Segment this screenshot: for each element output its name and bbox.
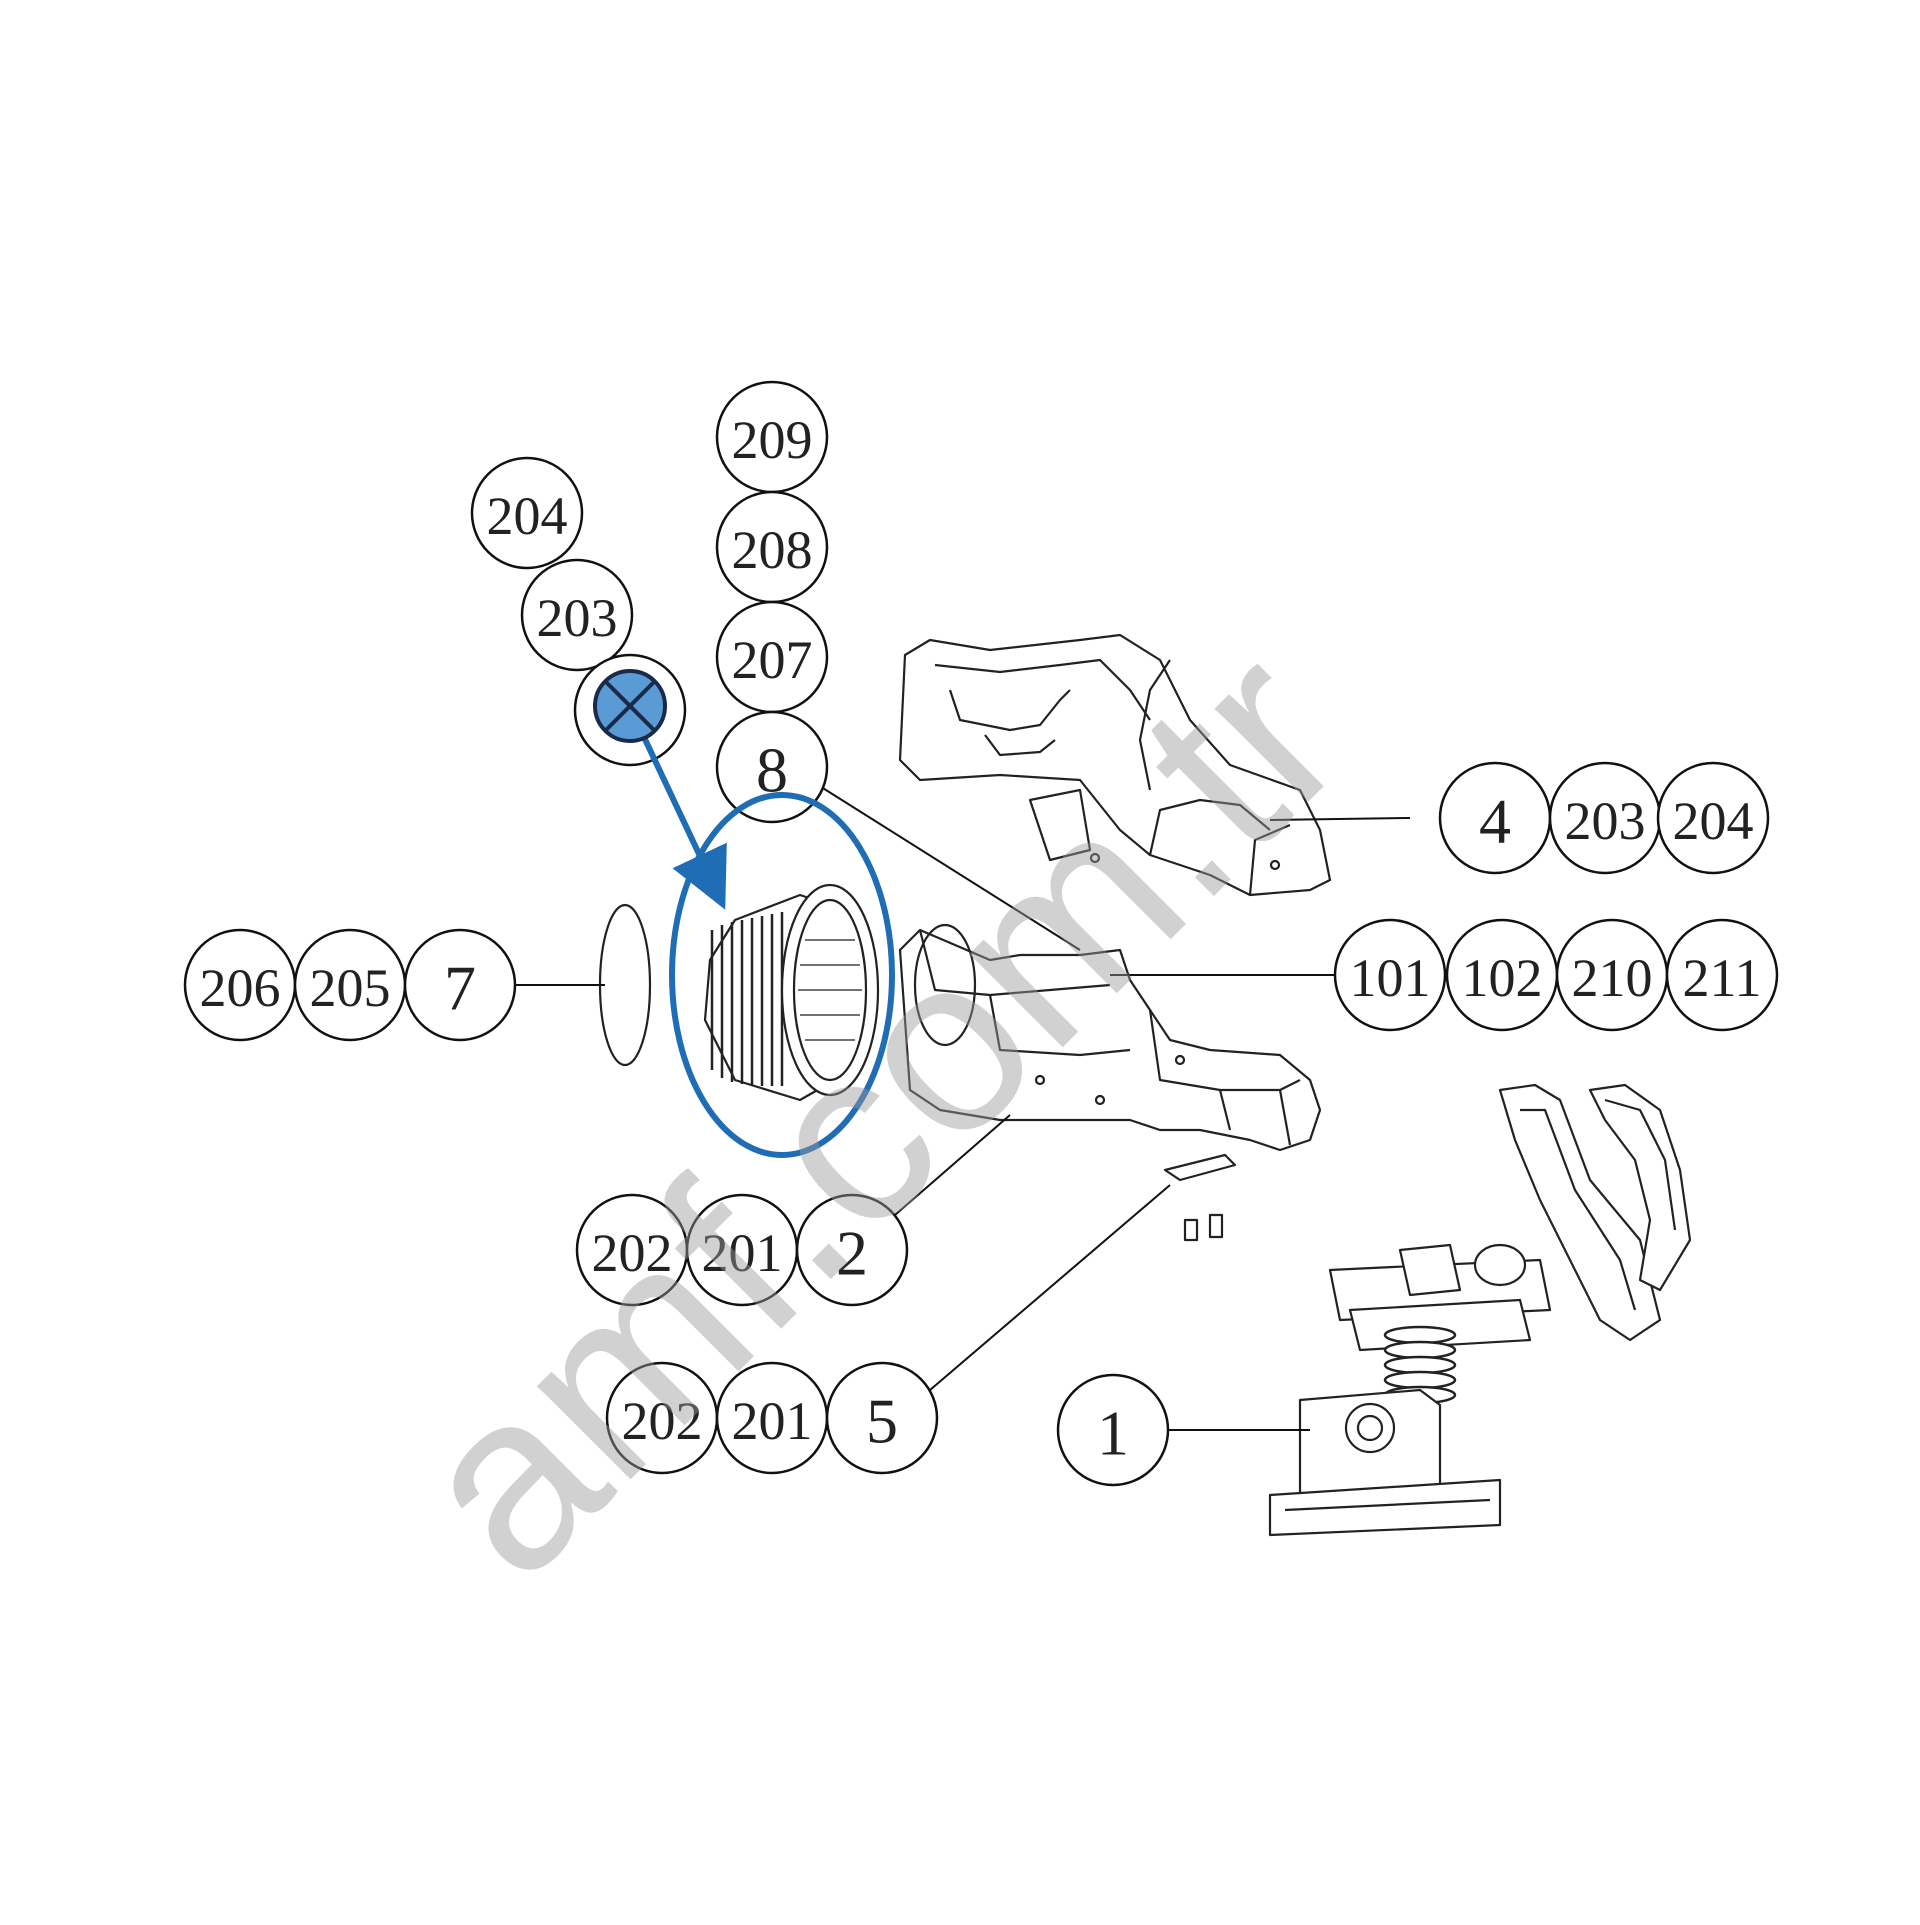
callout-203-top-label: 203 [537, 588, 618, 648]
callout-102: 102 [1445, 918, 1559, 1032]
callout-203-right: 203 [1548, 761, 1662, 875]
x-in-circle-icon[interactable] [593, 669, 667, 743]
callout-1: 1 [1056, 1373, 1170, 1487]
highlight-arrow [640, 733, 727, 910]
fan-motor-assembly [703, 883, 880, 1102]
callout-203-right-label: 203 [1565, 791, 1646, 851]
part-1-base [1268, 1083, 1692, 1537]
callout-204-right: 204 [1656, 761, 1770, 875]
callout-101: 101 [1333, 918, 1447, 1032]
callout-1-label: 1 [1097, 1398, 1129, 1469]
callout-202-mid-label: 202 [592, 1223, 673, 1283]
callout-204-top: 204 [470, 456, 584, 570]
callout-209: 209 [715, 380, 829, 494]
callout-201-mid-label: 201 [702, 1223, 783, 1283]
selection-highlight [593, 669, 895, 1158]
callout-204-right-label: 204 [1673, 791, 1754, 851]
callout-203-top: 203 [520, 558, 634, 672]
part-2-body [898, 923, 1322, 1152]
callout-202-low-label: 202 [622, 1391, 703, 1451]
callout-4-label: 4 [1479, 786, 1511, 857]
callout-210: 210 [1555, 918, 1669, 1032]
part-7-cover [598, 903, 652, 1067]
leader-lines [513, 784, 1411, 1431]
callout-201-mid: 201 [685, 1193, 799, 1307]
callout-8: 8 [715, 710, 829, 824]
callout-209-label: 209 [732, 410, 813, 470]
callout-101-label: 101 [1350, 948, 1431, 1008]
callout-202-low: 202 [605, 1361, 719, 1475]
callout-201-low-label: 201 [732, 1391, 813, 1451]
callout-208: 208 [715, 490, 829, 604]
callout-4: 4 [1438, 761, 1552, 875]
part-5-bracket [1163, 1153, 1237, 1242]
callout-205: 205 [293, 928, 407, 1042]
callout-205-label: 205 [310, 958, 391, 1018]
callout-201-low: 201 [715, 1361, 829, 1475]
callout-7: 7 [403, 928, 517, 1042]
callout-2: 2 [795, 1193, 909, 1307]
callout-211: 211 [1665, 918, 1779, 1032]
callout-204-top-label: 204 [487, 486, 568, 546]
callout-207-label: 207 [732, 630, 813, 690]
callout-206: 206 [183, 928, 297, 1042]
callout-208-label: 208 [732, 520, 813, 580]
callout-206-label: 206 [200, 958, 281, 1018]
callout-102-label: 102 [1462, 948, 1543, 1008]
callout-5: 5 [825, 1361, 939, 1475]
callout-207: 207 [715, 600, 829, 714]
callout-7-label: 7 [444, 953, 476, 1024]
callout-211-label: 211 [1683, 948, 1762, 1008]
highlight-ellipse [669, 792, 895, 1158]
callout-210-label: 210 [1572, 948, 1653, 1008]
callout-5-label: 5 [866, 1386, 898, 1457]
part-4-housing [898, 633, 1332, 897]
callout-2-label: 2 [836, 1218, 868, 1289]
